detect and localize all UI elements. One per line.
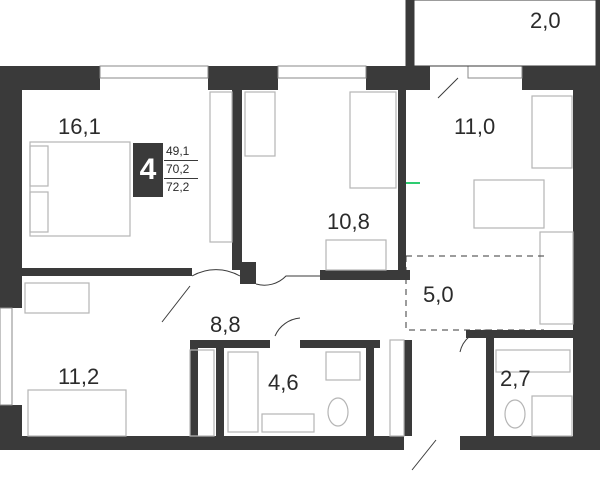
room-count: 4 [133,143,163,197]
bedroom-main-area: 16,1 [58,114,101,139]
dining-area: 5,0 [423,282,454,307]
accent-strip [406,182,420,184]
dining-zone [405,255,544,331]
balcony-area: 2,0 [530,8,561,33]
area-stack: 49,1 70,2 72,2 [164,143,198,197]
kitchen-living-area: 11,0 [454,114,496,139]
wc-area: 2,7 [500,366,531,391]
doors [161,77,487,471]
apartment-badge: 4 49,1 70,2 72,2 [133,143,198,197]
area-with-balcony: 72,2 [166,180,190,194]
bedroom-small-area: 11,2 [58,364,100,389]
balcony [405,0,600,67]
bedroom-study-area: 10,8 [327,209,370,234]
windows [0,65,523,406]
bathroom-area: 4,6 [268,370,299,395]
area-living: 49,1 [164,143,198,161]
furniture [24,91,574,437]
hall-area: 8,8 [210,312,241,337]
area-total: 70,2 [164,161,198,179]
walls [0,66,600,450]
